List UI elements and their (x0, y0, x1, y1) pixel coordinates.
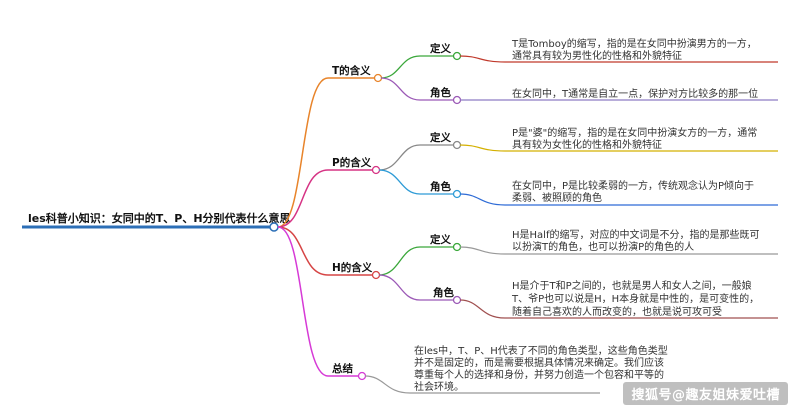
summary-desc-2: 并不是固定的，而是需要根据具体情况来确定。我们应该 (414, 356, 664, 369)
p-role-desc-line (459, 193, 778, 206)
t-def-desc-2: 通常具有较为男性化的性格和外貌特征 (512, 49, 682, 62)
t-role-handle[interactable] (452, 95, 462, 105)
h-def-label: 定义 (429, 233, 451, 246)
branch-summary[interactable]: 总结 在les中，T、P、H代表了不同的角色类型，这些角色类型 并不是固定的，而… (277, 226, 668, 394)
branch-summary-connector (277, 226, 329, 377)
p-def-label: 定义 (429, 131, 451, 144)
t-def-desc-1: T是Tomboy的缩写，指的是在女同中扮演男方的一方， (511, 37, 757, 50)
p-def-connector (378, 144, 421, 171)
h-def-connector (378, 246, 421, 276)
p-def-desc-line (459, 144, 778, 152)
h-def-desc-1: H是Half的缩写，对应的中文词是不分，指的是那些既可 (512, 228, 759, 241)
branch-t[interactable]: T的含义 定义 T是Tomboy的缩写，指的是在女同中扮演男方的一方， 通常具有… (277, 37, 778, 228)
branch-p-connector (277, 169, 329, 228)
branch-t-handle[interactable] (373, 73, 383, 83)
t-def-label: 定义 (429, 42, 451, 55)
t-role-label: 角色 (430, 86, 451, 99)
h-role-desc-2: T、爷P也可以说是H，H本身就是中性的，是可变性的， (511, 292, 759, 305)
branch-summary-label: 总结 (332, 362, 353, 375)
h-role-desc-1: H是介于T和P之间的，也就是男人和女人之间，一般娘 (512, 279, 752, 292)
h-def-handle[interactable] (452, 242, 462, 252)
branch-t-connector (277, 77, 329, 228)
h-role-desc-line (459, 299, 778, 319)
p-def-desc-1: P是"婆"的缩写，指的是在女同中扮演女方的一方，通常 (512, 126, 757, 139)
p-role-desc-1: 在女同中，P是比较柔弱的一方，传统观念认为P倾向于 (512, 179, 754, 192)
summary-desc-1: 在les中，T、P、H代表了不同的角色类型，这些角色类型 (414, 344, 668, 357)
branch-p[interactable]: P的含义 定义 P是"婆"的缩写，指的是在女同中扮演女方的一方，通常 具有较为女… (277, 126, 778, 228)
t-def-connector (380, 55, 421, 79)
branch-t-label: T的含义 (332, 64, 371, 77)
p-role-desc-2: 柔弱、被照顾的角色 (512, 191, 602, 204)
branch-p-handle[interactable] (371, 165, 381, 175)
branch-p-label: P的含义 (332, 156, 372, 169)
p-role-label: 角色 (430, 180, 451, 193)
p-def-handle[interactable] (452, 140, 462, 150)
t-def-handle[interactable] (452, 51, 462, 61)
h-role-connector (378, 274, 421, 301)
branch-summary-handle[interactable] (357, 371, 367, 381)
summary-desc-line (364, 375, 600, 394)
p-role-handle[interactable] (452, 189, 462, 199)
root-node[interactable]: les科普小知识：女同中的T、P、H分别代表什么意思 (22, 211, 291, 232)
t-role-desc-1: 在女同中，T通常是自立一点，保护对方比较多的那一位 (512, 87, 758, 100)
p-def-desc-2: 具有较为女性化的性格和外貌特征 (512, 138, 662, 151)
branch-h-handle[interactable] (371, 270, 381, 280)
h-role-handle[interactable] (452, 295, 462, 305)
branch-h-connector (277, 226, 329, 276)
summary-desc-4: 社会环境。 (414, 380, 464, 393)
branch-h[interactable]: H的含义 定义 H是Half的缩写，对应的中文词是不分，指的是那些既可 以扮演T… (277, 226, 778, 319)
h-def-desc-line (459, 246, 778, 255)
h-def-desc-2: 以扮演T的角色，也可以扮演P的角色的人 (512, 240, 694, 253)
root-label: les科普小知识：女同中的T、P、H分别代表什么意思 (28, 211, 291, 225)
t-role-connector (380, 77, 421, 101)
branch-h-label: H的含义 (332, 261, 373, 274)
watermark-logo: 搜狐号@趣友姐妹爱吐槽 (623, 382, 788, 405)
p-role-connector (378, 169, 421, 195)
t-def-desc-line (459, 55, 778, 63)
h-role-desc-3: 随着自己喜欢的人而改变的，也就是说可攻可受 (512, 305, 722, 318)
summary-desc-3: 尊重每个人的选择和身份，并努力创造一个包容和平等的 (414, 368, 664, 381)
h-role-label: 角色 (433, 286, 454, 299)
root-handle[interactable] (269, 222, 279, 232)
